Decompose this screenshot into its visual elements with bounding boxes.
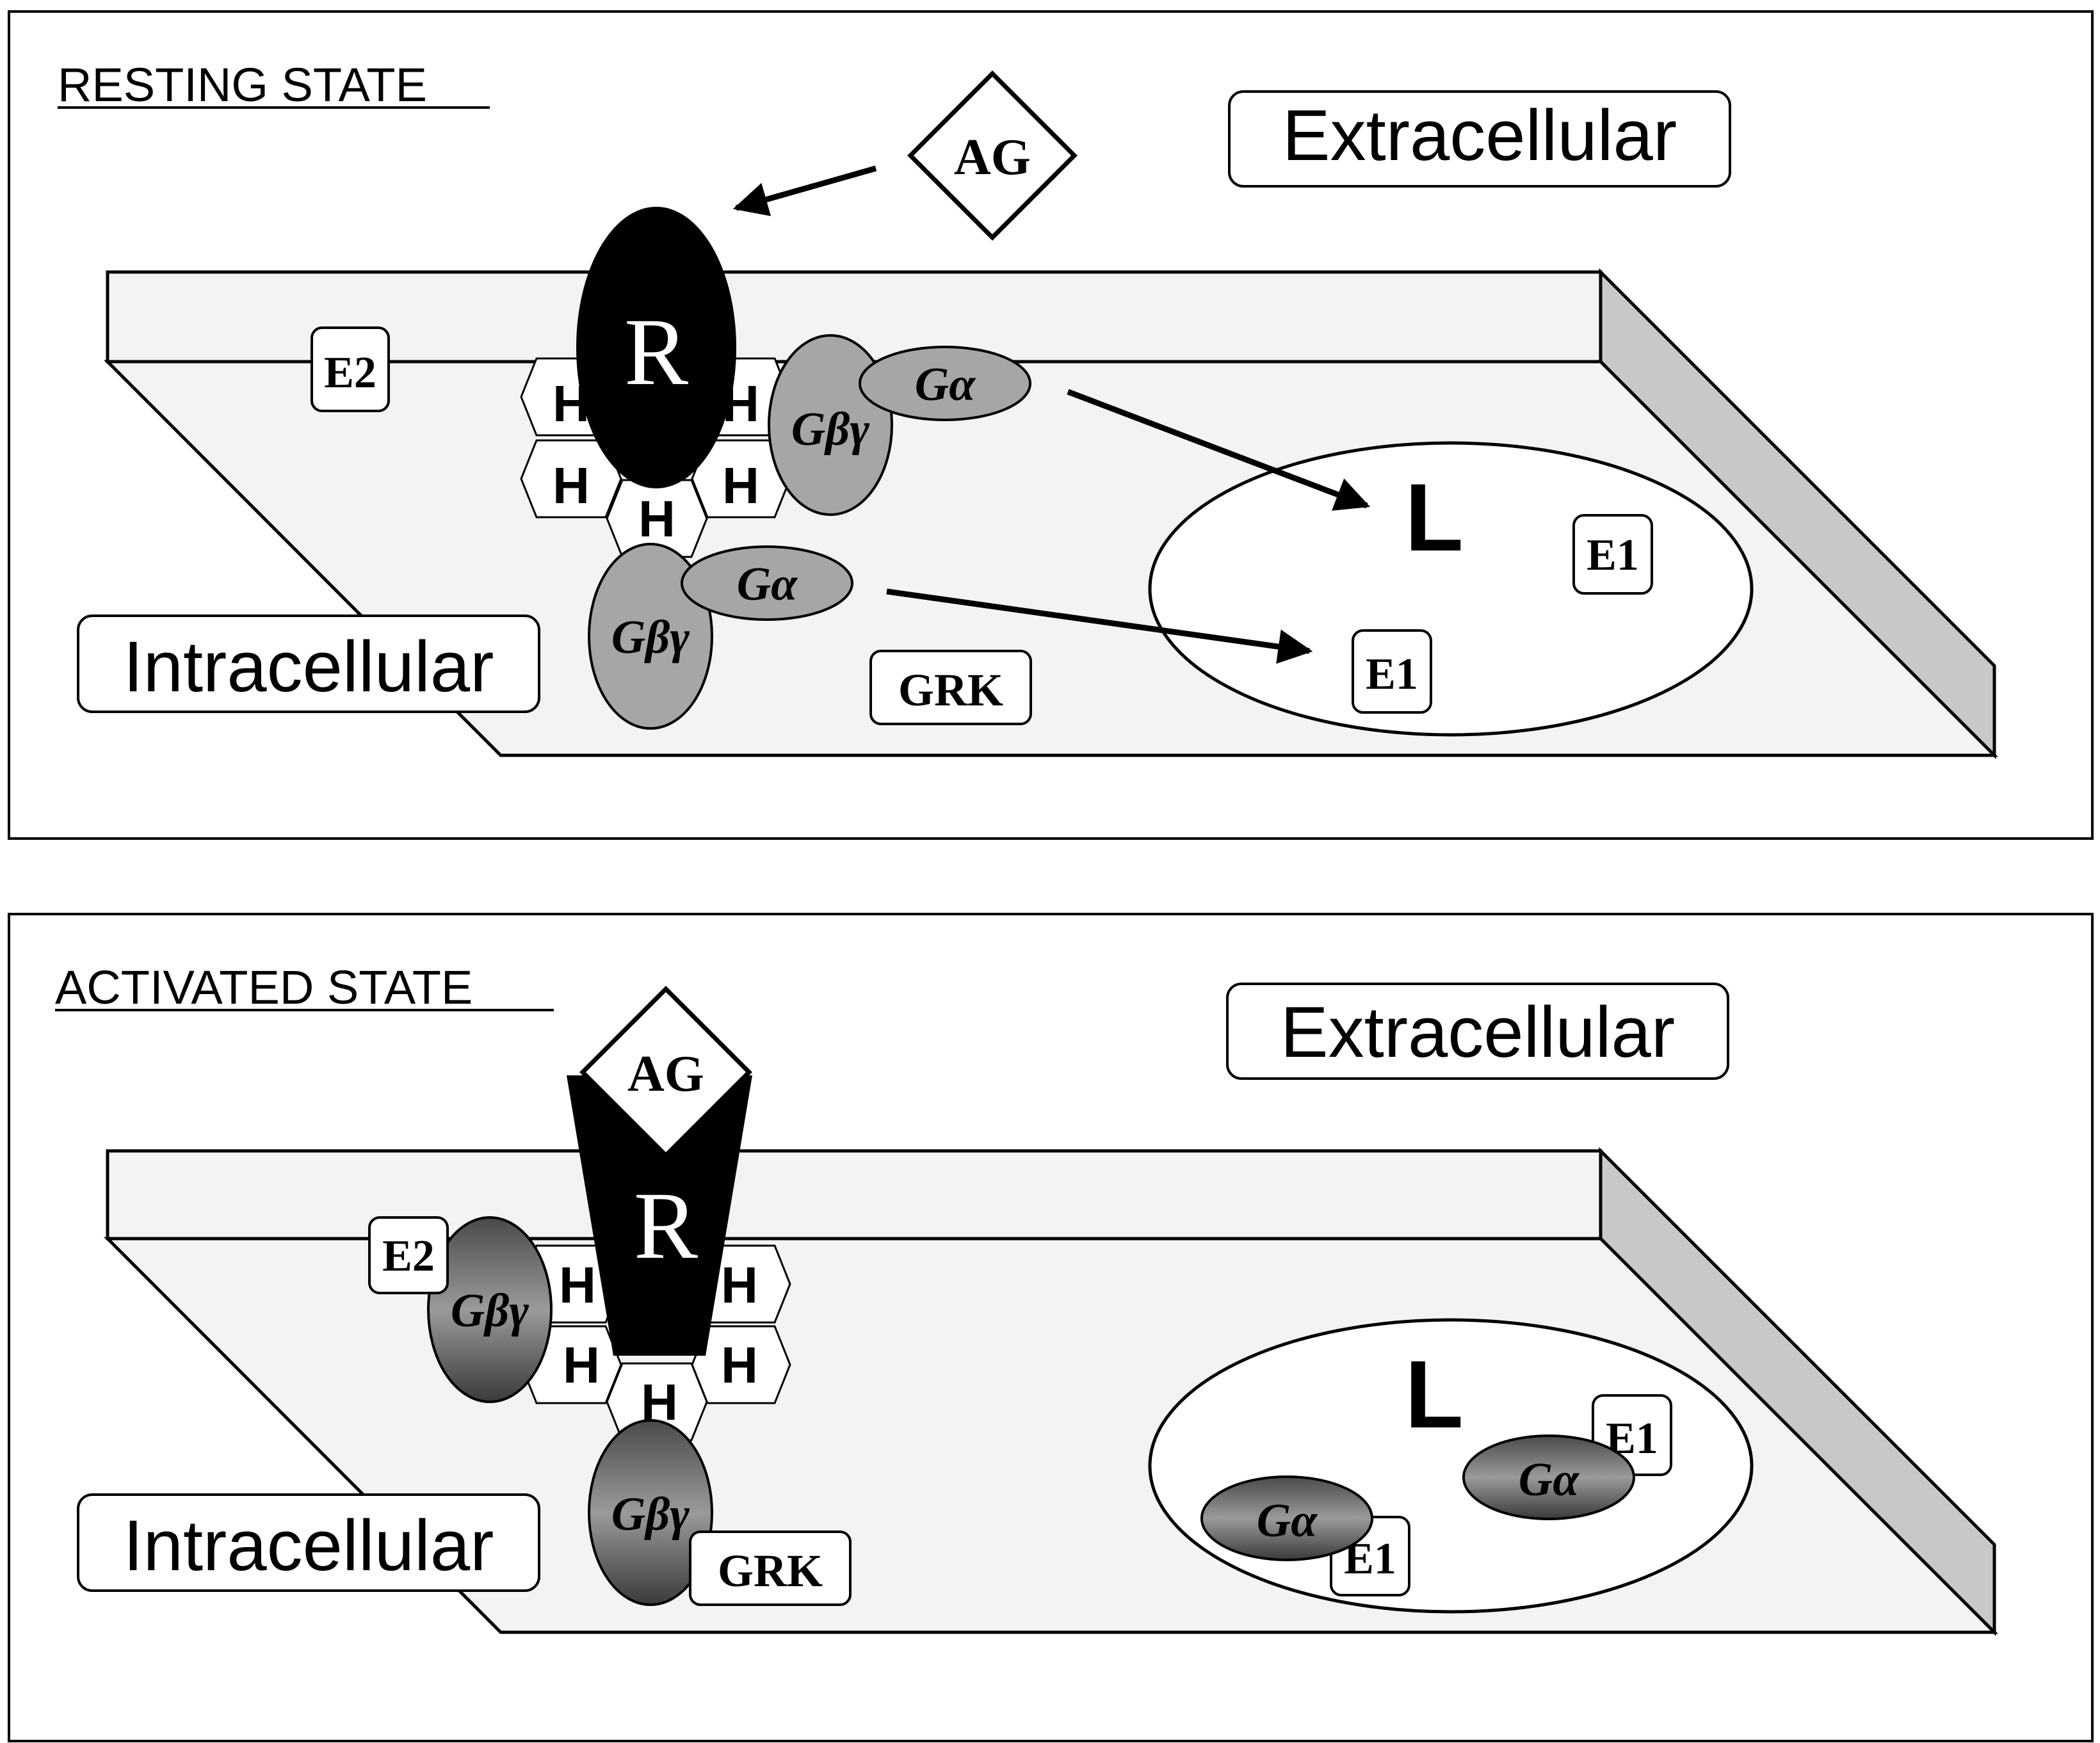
- arrow-agonist-to-receptor: [732, 165, 877, 216]
- e1-bottom-box: [1352, 629, 1432, 714]
- receptor-label-activated: R: [634, 1173, 698, 1279]
- g-alpha-act-2-label: Gα: [1257, 1495, 1318, 1547]
- h-hex-center-bottom-activated: [606, 1362, 708, 1442]
- membrane-top-activated: [106, 1149, 1603, 1241]
- lipid-raft-label-activated: L: [1405, 1340, 1464, 1448]
- resting-title: RESTING STATE: [58, 58, 427, 111]
- g-alpha-2: [681, 545, 853, 621]
- g-betagamma-act-2-label: Gβγ: [611, 1488, 690, 1541]
- agonist-label: AG: [954, 129, 1031, 186]
- g-alpha-2-label: Gα: [737, 558, 798, 611]
- g-betagamma-act-1: [427, 1216, 553, 1403]
- arrow-g-alpha-to-lipid-raft: [1067, 389, 1371, 511]
- h-label-5: H: [638, 490, 675, 547]
- h-label-act-1: H: [559, 1257, 596, 1313]
- intracellular-label: Intracellular: [124, 627, 494, 707]
- h-label-act-4: H: [721, 1337, 758, 1394]
- grk-box-activated: [689, 1530, 852, 1606]
- g-alpha-1: [859, 346, 1031, 421]
- g-betagamma-act-1-label: Gβγ: [451, 1285, 529, 1337]
- g-betagamma-act-2: [588, 1419, 713, 1606]
- g-alpha-1-label: Gα: [915, 358, 976, 411]
- g-alpha-act-1-label: Gα: [1519, 1454, 1579, 1506]
- h-label-2: H: [553, 457, 590, 514]
- lipid-raft-label: L: [1405, 463, 1464, 571]
- e1-top-box: [1572, 514, 1653, 595]
- e2-box: [311, 326, 390, 412]
- membrane-top: [106, 270, 1603, 364]
- receptor-label: R: [624, 299, 688, 405]
- g-alpha-act-2: [1200, 1475, 1373, 1561]
- e2-box-activated: [368, 1216, 449, 1294]
- agonist-diamond: [907, 70, 1078, 241]
- grk-box: [869, 650, 1032, 725]
- resting-panel: RESTING STATE L Extracellular Intracellu…: [8, 10, 2094, 840]
- g-betagamma-1-label: Gβγ: [791, 403, 869, 456]
- e2-label-activated: E2: [382, 1232, 435, 1281]
- activated-title: ACTIVATED STATE: [55, 961, 472, 1014]
- g-betagamma-2: [588, 543, 713, 730]
- e1-bottom-label: E1: [1366, 650, 1418, 699]
- agonist-diamond-activated: [579, 986, 752, 1159]
- h-label-act-2: H: [563, 1337, 600, 1394]
- h-label-act-3: H: [721, 1257, 758, 1313]
- receptor-activated: [567, 1075, 752, 1356]
- grk-label-activated: GRK: [718, 1545, 823, 1596]
- activated-panel: ACTIVATED STATE L Extracellular Intracel…: [8, 913, 2094, 1742]
- arrow-g-alpha-to-e1: [886, 588, 1313, 664]
- intracellular-label-activated: Intracellular: [124, 1506, 494, 1586]
- extracellular-label: Extracellular: [1282, 95, 1677, 175]
- grk-label: GRK: [898, 664, 1003, 716]
- e1-top-label: E1: [1587, 531, 1639, 580]
- intracellular-box-activated: [77, 1493, 540, 1592]
- g-alpha-act-1: [1462, 1434, 1635, 1520]
- receptor-resting: [576, 207, 736, 488]
- extracellular-box-activated: [1226, 983, 1729, 1080]
- h-label-4: H: [722, 457, 759, 514]
- extracellular-label-activated: Extracellular: [1280, 992, 1675, 1072]
- agonist-label-activated: AG: [627, 1046, 704, 1102]
- e2-label: E2: [324, 348, 376, 398]
- extracellular-box: [1228, 90, 1731, 188]
- h-cluster-activated: [520, 1244, 791, 1442]
- intracellular-box: [77, 614, 540, 713]
- h-hex-center-bottom: [606, 479, 708, 558]
- g-betagamma-2-label: Gβγ: [611, 611, 690, 664]
